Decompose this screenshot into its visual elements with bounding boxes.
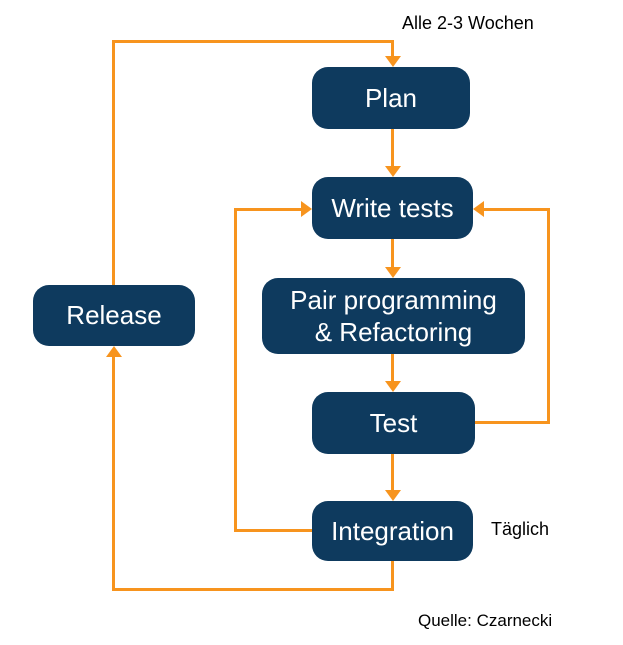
arrowhead-into-test: [385, 381, 401, 392]
edge-test-integration-line: [391, 454, 394, 493]
node-plan: Plan: [312, 67, 470, 129]
node-release-label: Release: [66, 300, 162, 331]
edge-left-loop-top: [234, 208, 302, 211]
node-integration: Integration: [312, 501, 473, 561]
arrowhead-into-integration: [385, 490, 401, 501]
node-write-tests-label: Write tests: [331, 192, 454, 223]
node-test-label: Test: [369, 407, 418, 438]
edge-writetests-pair-line: [391, 239, 394, 270]
node-integration-label: Integration: [331, 515, 454, 546]
arrowhead-into-release: [106, 346, 122, 357]
edge-pair-test-line: [391, 354, 394, 384]
edge-test-right-stub: [475, 421, 550, 424]
node-release: Release: [33, 285, 195, 346]
daily-label: Täglich: [491, 519, 550, 539]
edge-bottom-horizontal-line: [112, 588, 394, 591]
edge-up-into-release-line: [112, 356, 115, 588]
node-write-tests: Write tests: [312, 177, 473, 239]
edge-top-horizontal-line: [112, 40, 394, 43]
arrowhead-into-pair: [385, 267, 401, 278]
edge-integration-down-line: [391, 561, 394, 591]
edge-release-up-line: [112, 40, 115, 285]
edge-right-loop-top: [484, 208, 550, 211]
node-plan-label: Plan: [364, 82, 418, 113]
edge-into-plan-line: [391, 40, 394, 59]
node-pair-programming-label-line2: & Refactoring: [314, 317, 473, 347]
node-pair-programming: Pair programming & Refactoring: [262, 278, 525, 354]
arrowhead-into-writetests-right: [473, 201, 484, 217]
edge-plan-writetests-line: [391, 129, 394, 169]
edge-right-loop-vertical: [547, 208, 550, 424]
arrowhead-into-plan: [385, 56, 401, 67]
cycle-label: Alle 2-3 Wochen: [402, 13, 534, 33]
source-label: Quelle: Czarnecki: [418, 611, 553, 630]
arrowhead-into-writetests-left: [301, 201, 312, 217]
edge-left-loop-vertical: [234, 208, 237, 532]
edge-integration-left-stub: [234, 529, 312, 532]
arrowhead-into-writetests-top: [385, 166, 401, 177]
node-test: Test: [312, 392, 475, 454]
node-pair-programming-label-line1: Pair programming: [290, 284, 497, 315]
